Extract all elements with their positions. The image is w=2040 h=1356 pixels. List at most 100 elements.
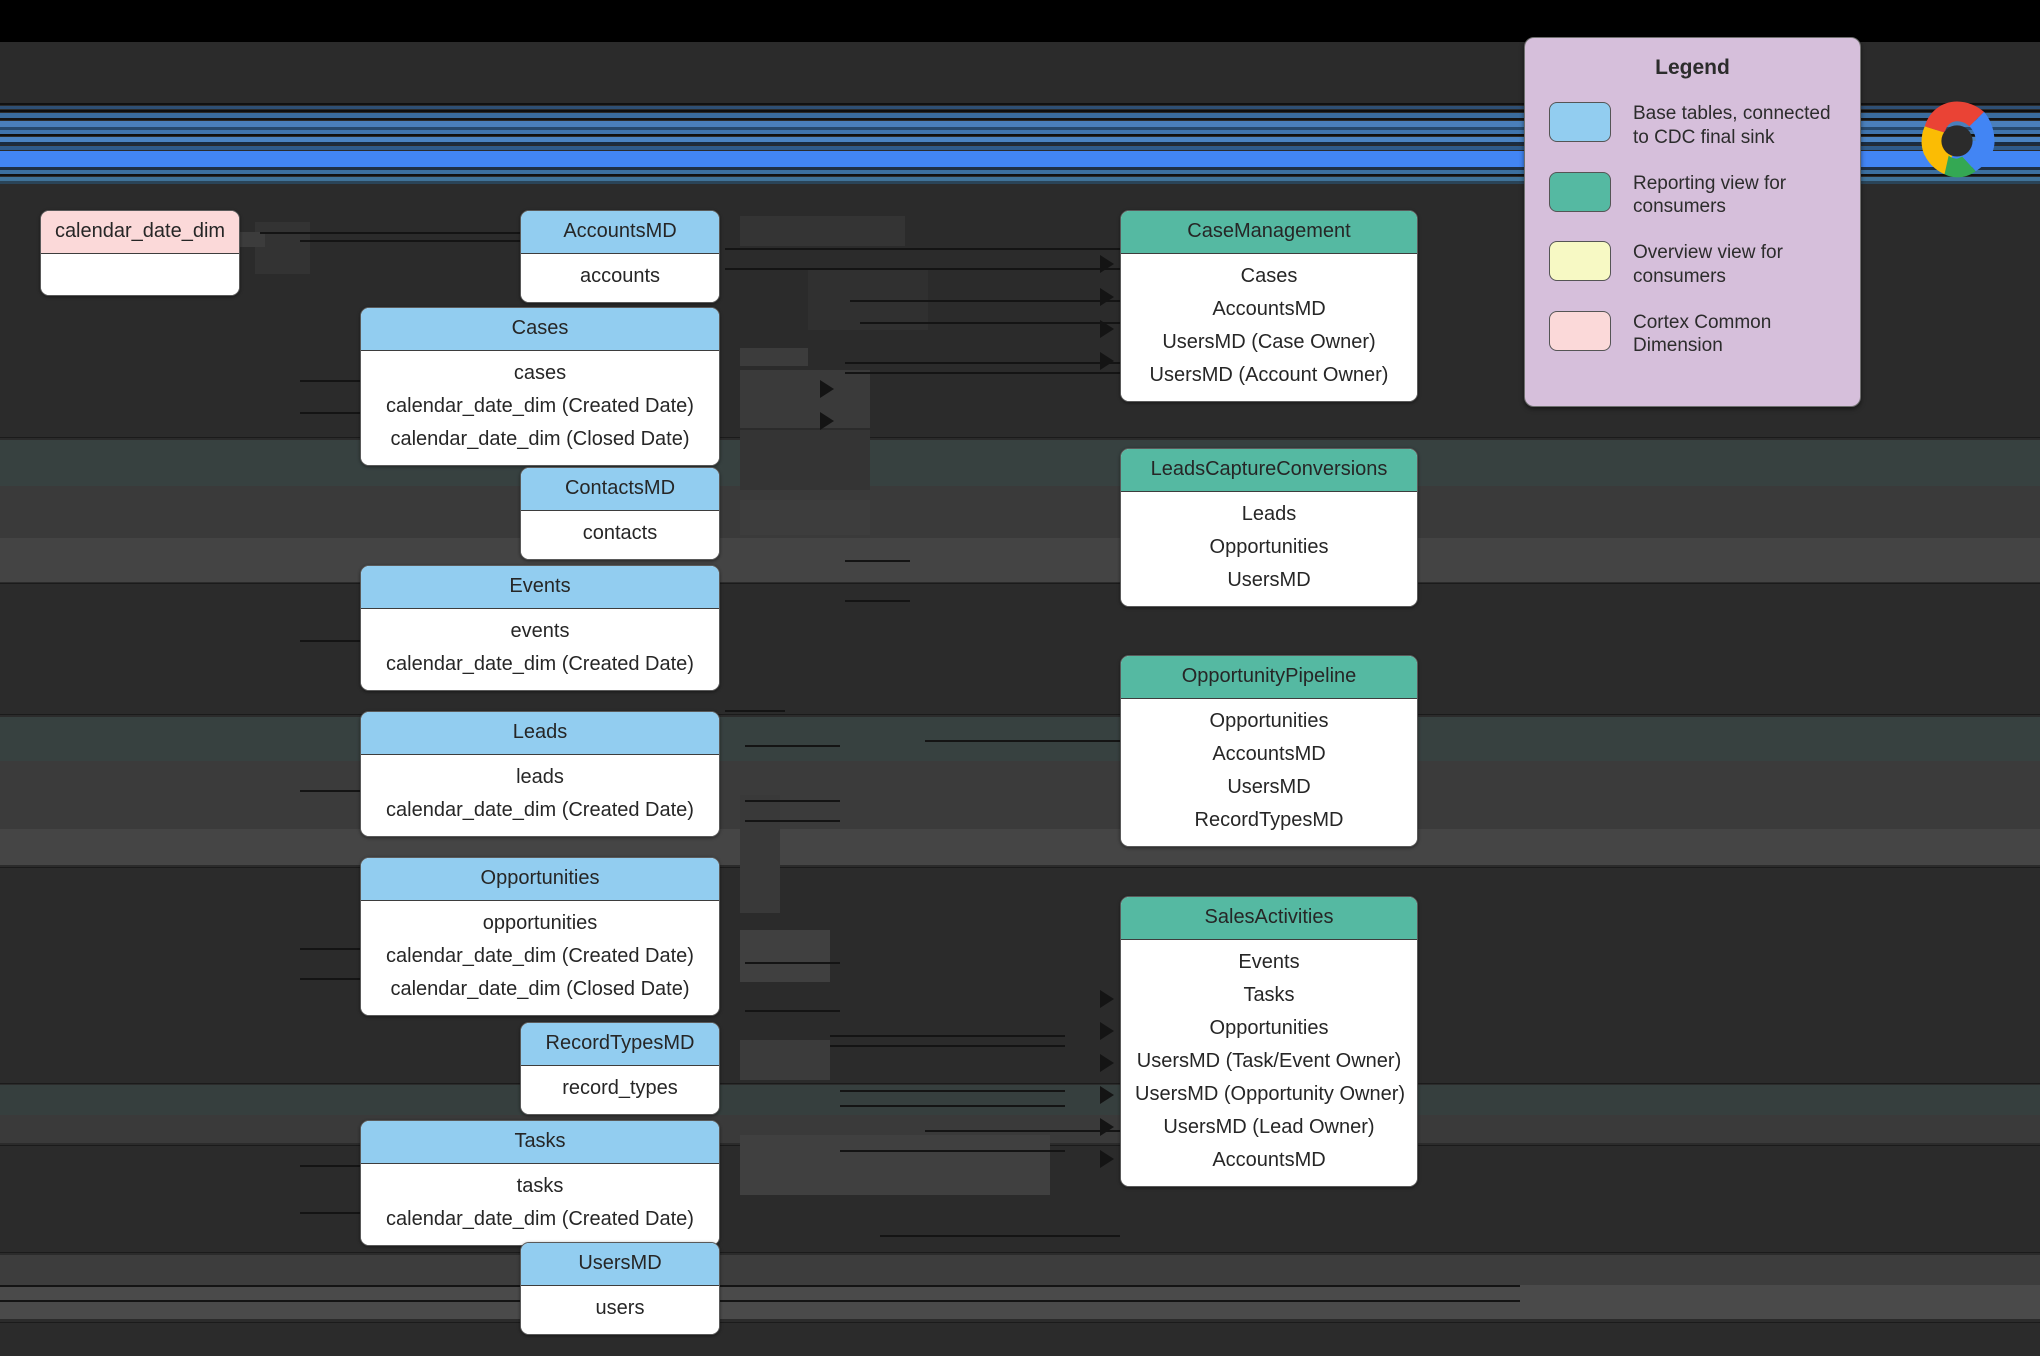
node-body: leads calendar_date_dim (Created Date) [361,755,719,836]
node-title: Leads [361,712,719,755]
node-users-md[interactable]: UsersMD users [520,1242,720,1335]
connector-line [840,1105,1065,1107]
node-row: Events [1238,951,1300,973]
node-body: events calendar_date_dim (Created Date) [361,609,719,690]
node-record-types-md[interactable]: RecordTypesMD record_types [520,1022,720,1115]
node-leads[interactable]: Leads leads calendar_date_dim (Created D… [360,711,720,837]
connector-arrow [1100,288,1114,306]
node-row: Opportunities [1209,536,1329,558]
connector-line [925,740,1140,742]
glitch-band [0,761,2040,829]
node-row [41,260,239,286]
connector-line [300,948,362,950]
connector-line [300,640,362,642]
node-title: Opportunities [361,858,719,901]
node-row: cases [513,362,567,384]
node-cases[interactable]: Cases cases calendar_date_dim (Created D… [360,307,720,466]
connector-line [300,380,362,382]
connector-line [300,1165,362,1167]
node-events[interactable]: Events events calendar_date_dim (Created… [360,565,720,691]
connector-line [745,820,840,822]
node-row: calendar_date_dim (Created Date) [386,945,694,967]
node-opportunities[interactable]: Opportunities opportunities calendar_dat… [360,857,720,1016]
node-row: AccountsMD [1212,743,1326,765]
connector-line [0,1300,1520,1302]
node-row: tasks [516,1175,564,1197]
legend-label: Base tables, connected to CDC final sink [1633,103,1831,148]
node-row: calendar_date_dim (Closed Date) [390,978,690,1000]
connector-line [830,1035,1065,1037]
node-calendar-date-dim[interactable]: calendar_date_dim [40,210,240,296]
connector-line [260,232,720,234]
google-cloud-logo-icon [1905,95,2009,189]
legend-label: Overview view for consumers [1633,242,1783,287]
node-body: Cases AccountsMD UsersMD (Case Owner) Us… [1121,254,1417,401]
glitch-band [0,1255,2040,1285]
node-row: AccountsMD [1212,298,1326,320]
connector-line [725,710,785,712]
connector-line [830,1045,1065,1047]
node-row: UsersMD (Task/Event Owner) [1136,1050,1402,1072]
node-row: accounts [579,265,661,287]
connector-line [300,240,720,242]
node-row: UsersMD (Case Owner) [1162,331,1376,353]
node-body: tasks calendar_date_dim (Created Date) [361,1164,719,1245]
node-leads-capture-conversions[interactable]: LeadsCaptureConversions Leads Opportunit… [1120,448,1418,607]
node-row: Opportunities [1209,1017,1329,1039]
node-title: OpportunityPipeline [1121,656,1417,699]
node-row: calendar_date_dim (Created Date) [386,799,694,821]
node-row: record_types [562,1077,678,1099]
legend-item-reporting-view: Reporting view for consumers [1549,171,1860,220]
connector-arrow [1100,320,1114,338]
node-body [41,254,239,295]
legend-item-overview-view: Overview view for consumers [1549,241,1860,289]
node-title: Events [361,566,719,609]
node-accounts-md[interactable]: AccountsMD accounts [520,210,720,303]
node-title: Cases [361,308,719,351]
connector-line [300,790,362,792]
node-row: Cases [1240,265,1298,287]
connector-arrow [1100,1054,1114,1072]
node-title: AccountsMD [521,211,719,254]
connector-line [880,1235,1120,1237]
node-body: cases calendar_date_dim (Created Date) c… [361,351,719,465]
node-row: AccountsMD [1212,1149,1326,1171]
legend-label: Reporting view for consumers [1633,172,1787,218]
node-body: accounts [521,254,719,302]
node-opportunity-pipeline[interactable]: OpportunityPipeline Opportunities Accoun… [1120,655,1418,847]
glitch-block [255,222,310,274]
node-row: contacts [582,522,658,544]
node-row: calendar_date_dim (Created Date) [386,395,694,417]
node-sales-activities[interactable]: SalesActivities Events Tasks Opportuniti… [1120,896,1418,1187]
connector-arrow [820,380,834,398]
node-contacts-md[interactable]: ContactsMD contacts [520,467,720,560]
node-body: opportunities calendar_date_dim (Created… [361,901,719,1015]
node-row: events [510,620,570,642]
glitch-band [0,538,2040,582]
node-title: UsersMD [521,1243,719,1286]
legend-swatch-reporting-view [1549,171,1611,212]
node-row: UsersMD [1227,776,1311,798]
connector-line [840,1150,1065,1152]
connector-arrow [1100,1118,1114,1136]
glitch-band [0,440,2040,486]
node-body: Opportunities AccountsMD UsersMD RecordT… [1121,699,1417,846]
node-title: calendar_date_dim [41,211,239,254]
legend-swatch-cortex-dimension [1549,310,1611,351]
legend-item-cortex-dimension: Cortex Common Dimension [1549,310,1860,359]
connector-arrow [1100,1022,1114,1040]
top-black-band [0,0,2040,42]
node-row: RecordTypesMD [1194,809,1344,831]
connector-arrow [1100,1086,1114,1104]
node-row: users [595,1297,645,1319]
legend-item-base-tables: Base tables, connected to CDC final sink [1549,102,1860,150]
node-row: calendar_date_dim (Created Date) [386,653,694,675]
node-row: leads [516,766,564,788]
connector-line [300,412,362,414]
node-body: record_types [521,1066,719,1114]
glitch-block [740,795,780,913]
legend-title: Legend [1655,56,1730,79]
node-tasks[interactable]: Tasks tasks calendar_date_dim (Created D… [360,1120,720,1246]
node-row: Tasks [1243,984,1295,1006]
node-case-management[interactable]: CaseManagement Cases AccountsMD UsersMD … [1120,210,1418,402]
